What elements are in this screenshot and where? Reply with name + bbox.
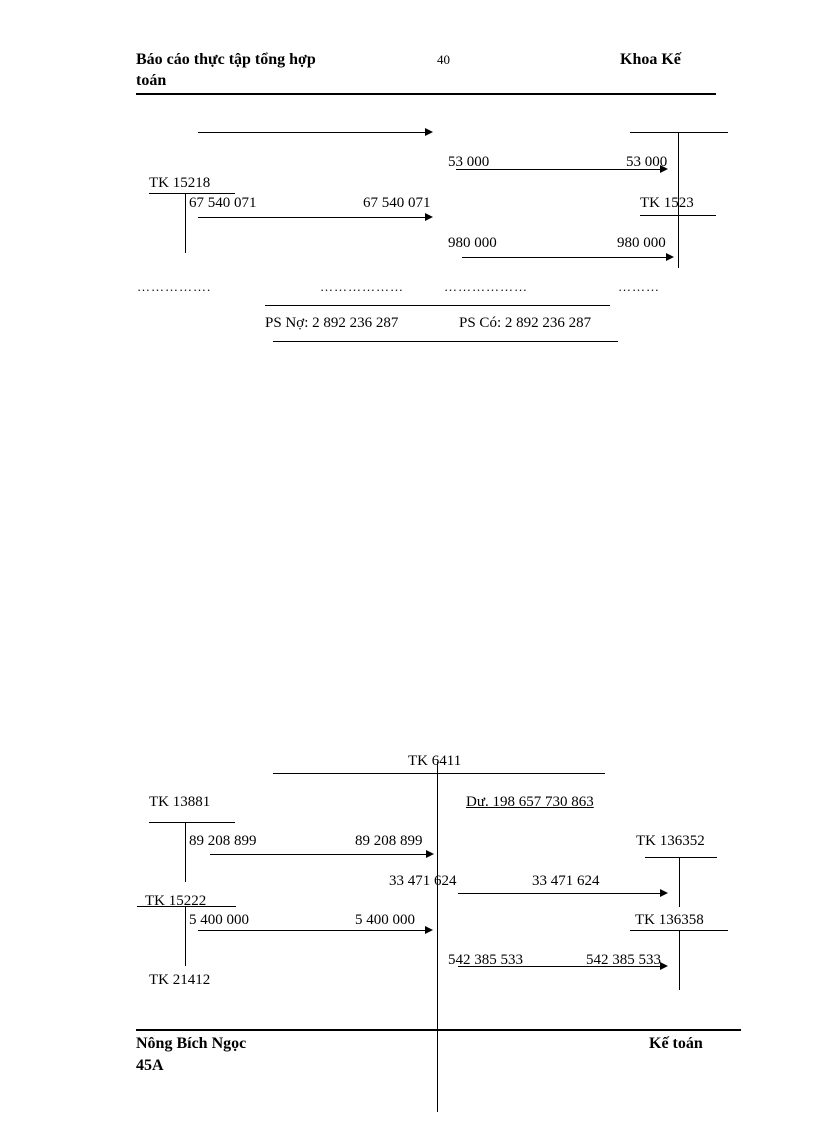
amount-89208899-left: 89 208 899	[189, 833, 257, 849]
arrow-top	[198, 128, 433, 136]
opening-balance: Dư. 198 657 730 863	[466, 794, 594, 810]
header-title-cont: toán	[136, 72, 167, 89]
arrow-542385533	[458, 962, 668, 970]
totals-rule-bottom	[273, 341, 618, 342]
amount-980000-left: 980 000	[448, 235, 497, 251]
t-account-136352-top	[645, 857, 717, 858]
debit-total: PS Nợ: 2 892 236 287	[265, 315, 399, 331]
t-account-6411-top	[273, 773, 605, 774]
account-21412: TK 21412	[149, 972, 211, 988]
footer-author: Nông Bích Ngọc	[136, 1035, 247, 1052]
t-account-136352-stem	[679, 857, 680, 907]
page-number: 40	[437, 52, 450, 67]
ellipsis-2: ………………	[320, 279, 404, 294]
t-account-15222-top	[137, 906, 236, 907]
arrow-89208899	[210, 850, 434, 858]
footer-rule	[136, 1029, 741, 1031]
ellipsis-4: ………	[618, 279, 660, 294]
amount-89208899-right: 89 208 899	[355, 833, 423, 849]
t-account-15218-top	[149, 193, 235, 194]
amount-5400000-right: 5 400 000	[355, 912, 415, 928]
t-account-1523-top	[630, 132, 728, 133]
account-136358: TK 136358	[635, 912, 704, 928]
header-department: Khoa Kế	[620, 51, 681, 68]
account-1523-underline	[640, 215, 716, 216]
amount-542385533-right: 542 385 533	[586, 952, 661, 968]
amount-33471624-left: 33 471 624	[389, 873, 457, 889]
account-13881: TK 13881	[149, 794, 211, 810]
account-15222: TK 15222	[145, 893, 207, 909]
arrow-67540071	[198, 213, 433, 221]
header-rule	[136, 93, 716, 95]
arrow-5400000	[198, 926, 433, 934]
totals-rule-top	[265, 305, 610, 306]
t-account-13881-stem	[185, 822, 186, 882]
amount-542385533-left: 542 385 533	[448, 952, 523, 968]
t-account-13881-top	[149, 822, 235, 823]
credit-total: PS Có: 2 892 236 287	[459, 315, 592, 331]
footer-class: 45A	[136, 1057, 164, 1074]
amount-67540071-right: 67 540 071	[363, 195, 431, 211]
ellipsis-3: ………………	[444, 279, 528, 294]
amount-53000-left: 53 000	[448, 154, 490, 170]
amount-67540071-left: 67 540 071	[189, 195, 257, 211]
amount-53000-right: 53 000	[626, 154, 668, 170]
amount-5400000-left: 5 400 000	[189, 912, 249, 928]
t-account-1523-stem	[678, 132, 679, 268]
account-136352: TK 136352	[636, 833, 705, 849]
account-6411: TK 6411	[408, 753, 462, 769]
account-15218: TK 15218	[149, 175, 211, 191]
account-1523: TK 1523	[640, 195, 694, 211]
arrow-980000	[462, 253, 674, 261]
arrow-33471624	[458, 889, 668, 897]
amount-33471624-right: 33 471 624	[532, 873, 600, 889]
t-account-15222-stem	[185, 906, 186, 966]
t-account-6411-stem	[437, 762, 438, 1112]
t-account-136358-stem	[679, 930, 680, 990]
header-title: Báo cáo thực tập tổng hợp	[136, 51, 316, 68]
t-account-15218-stem	[185, 193, 186, 253]
amount-980000-right: 980 000	[617, 235, 666, 251]
arrow-53000	[456, 165, 668, 173]
footer-department: Kế toán	[649, 1035, 703, 1052]
ellipsis-1: …………….	[137, 279, 212, 294]
